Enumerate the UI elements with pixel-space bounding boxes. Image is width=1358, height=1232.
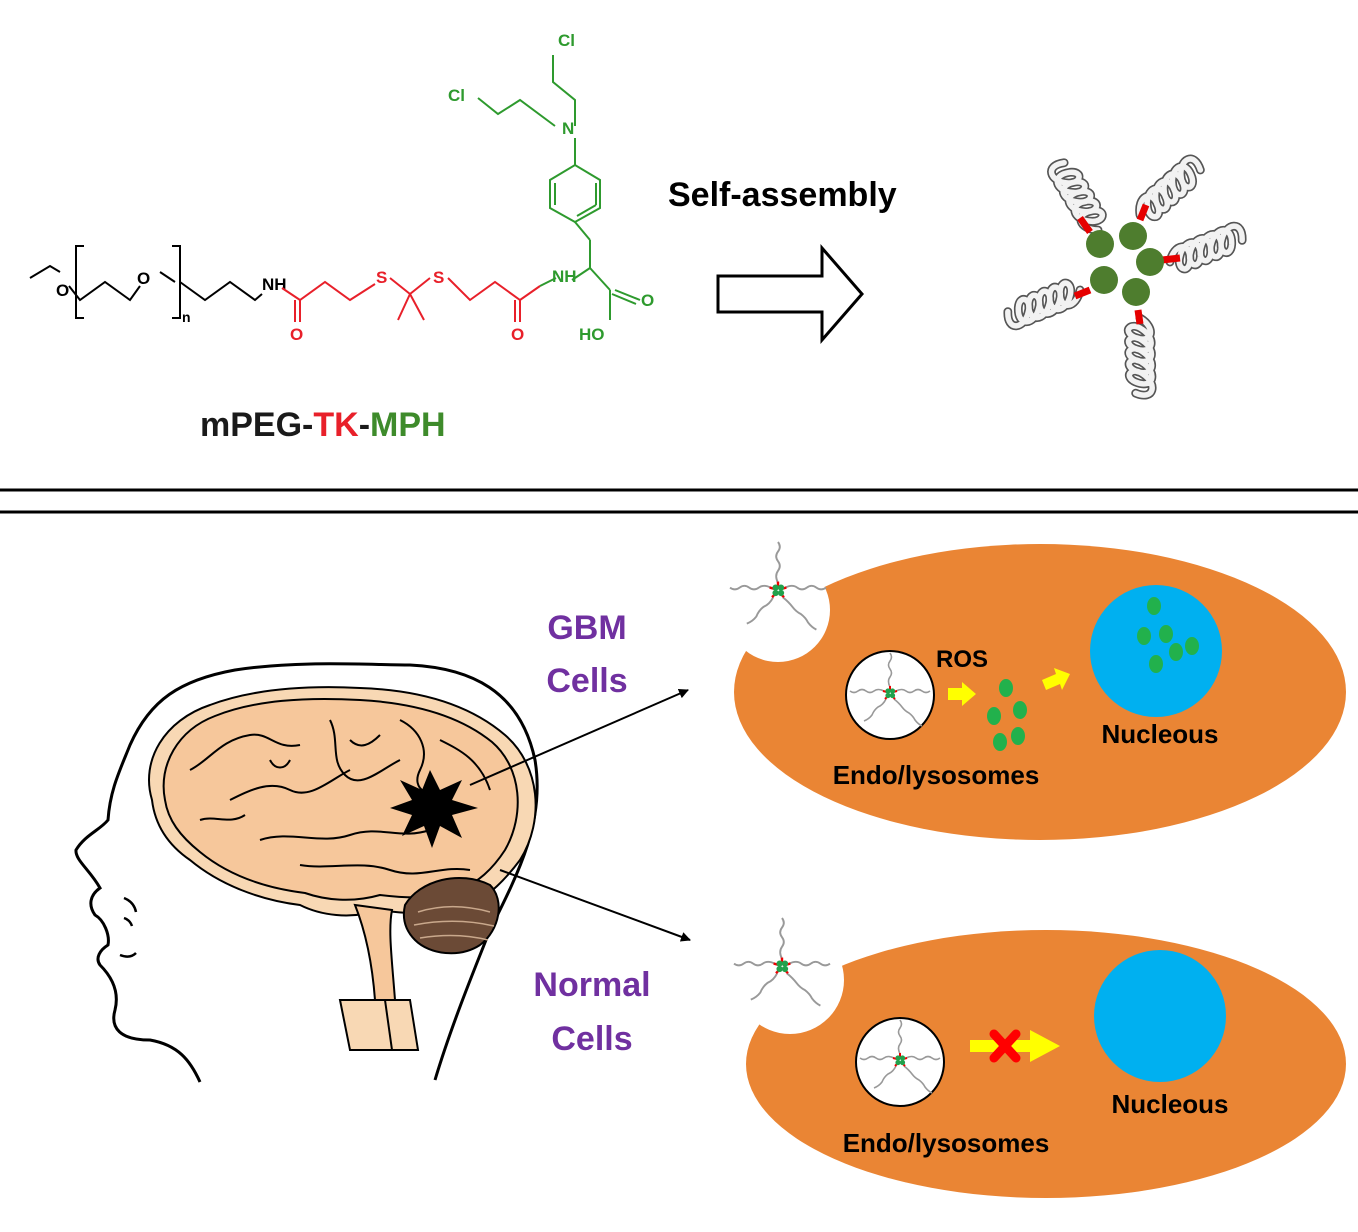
- atom-s-right: S: [433, 268, 444, 287]
- gbm-endosome-label: Endo/lysosomes: [833, 760, 1040, 790]
- tumor-icon: [390, 770, 478, 848]
- normal-label-line1: Normal: [533, 966, 650, 1004]
- arrow-to-gbm: [469, 689, 689, 786]
- atom-o-repeat: O: [137, 269, 150, 288]
- mph-block: [477, 55, 641, 320]
- head-profile-icon: [74, 662, 539, 1083]
- tk-linker: [281, 277, 541, 322]
- face-details: [119, 896, 138, 958]
- ros-arrow-icon: [948, 682, 976, 706]
- blocked-arrow-icon: [970, 1030, 1060, 1062]
- normal-entry-vesicle: [736, 926, 844, 1034]
- brain-icon: [148, 686, 537, 1051]
- atom-nh-right: NH: [552, 267, 577, 286]
- peg-block: [29, 245, 263, 319]
- gbm-cell: ROS Nucleous Endo/lysosomes: [726, 540, 1346, 840]
- atom-ho: HO: [579, 325, 605, 344]
- repeat-n-subscript: n: [182, 309, 191, 325]
- atom-carbonyl-o-left: O: [290, 325, 303, 344]
- normal-label-line2: Cells: [551, 1020, 632, 1058]
- gbm-label-line1: GBM: [547, 609, 626, 647]
- self-assembly-label: Self-assembly: [668, 176, 897, 214]
- atom-acid-o: O: [641, 291, 654, 310]
- atom-carbonyl-o-right: O: [511, 325, 524, 344]
- atom-nh-left: NH: [262, 275, 287, 294]
- atom-cl-left: Cl: [448, 86, 465, 105]
- atom-amine-n: N: [562, 119, 574, 138]
- release-arrow-icon: [1042, 668, 1070, 690]
- micelle-core: [1086, 222, 1164, 306]
- ros-label: ROS: [936, 646, 988, 673]
- arrow-to-normal: [499, 869, 691, 942]
- normal-endosome-label: Endo/lysosomes: [843, 1128, 1050, 1158]
- gbm-label-line2: Cells: [546, 662, 627, 700]
- atom-cl-top: Cl: [558, 31, 575, 50]
- molecule-structure: O O n NH O S S O: [29, 31, 654, 344]
- normal-nucleus: [1094, 950, 1226, 1082]
- compound-name: mPEG-TK-MPH: [200, 406, 446, 444]
- gbm-nucleus-label: Nucleous: [1101, 719, 1218, 749]
- nuclear-drug: [1137, 597, 1199, 673]
- released-drug: [987, 679, 1027, 751]
- micelle-diagram: [1004, 156, 1246, 397]
- self-assembly-arrow-icon: [716, 243, 864, 345]
- normal-cell: Nucleous Endo/lysosomes: [732, 916, 1346, 1198]
- gbm-nucleus: [1090, 585, 1222, 717]
- atom-o-terminal: O: [56, 281, 69, 300]
- atom-s-left: S: [376, 268, 387, 287]
- normal-nucleus-label: Nucleous: [1111, 1089, 1228, 1119]
- block-x-icon: [989, 1029, 1021, 1063]
- gbm-entry-vesicle: [726, 558, 830, 662]
